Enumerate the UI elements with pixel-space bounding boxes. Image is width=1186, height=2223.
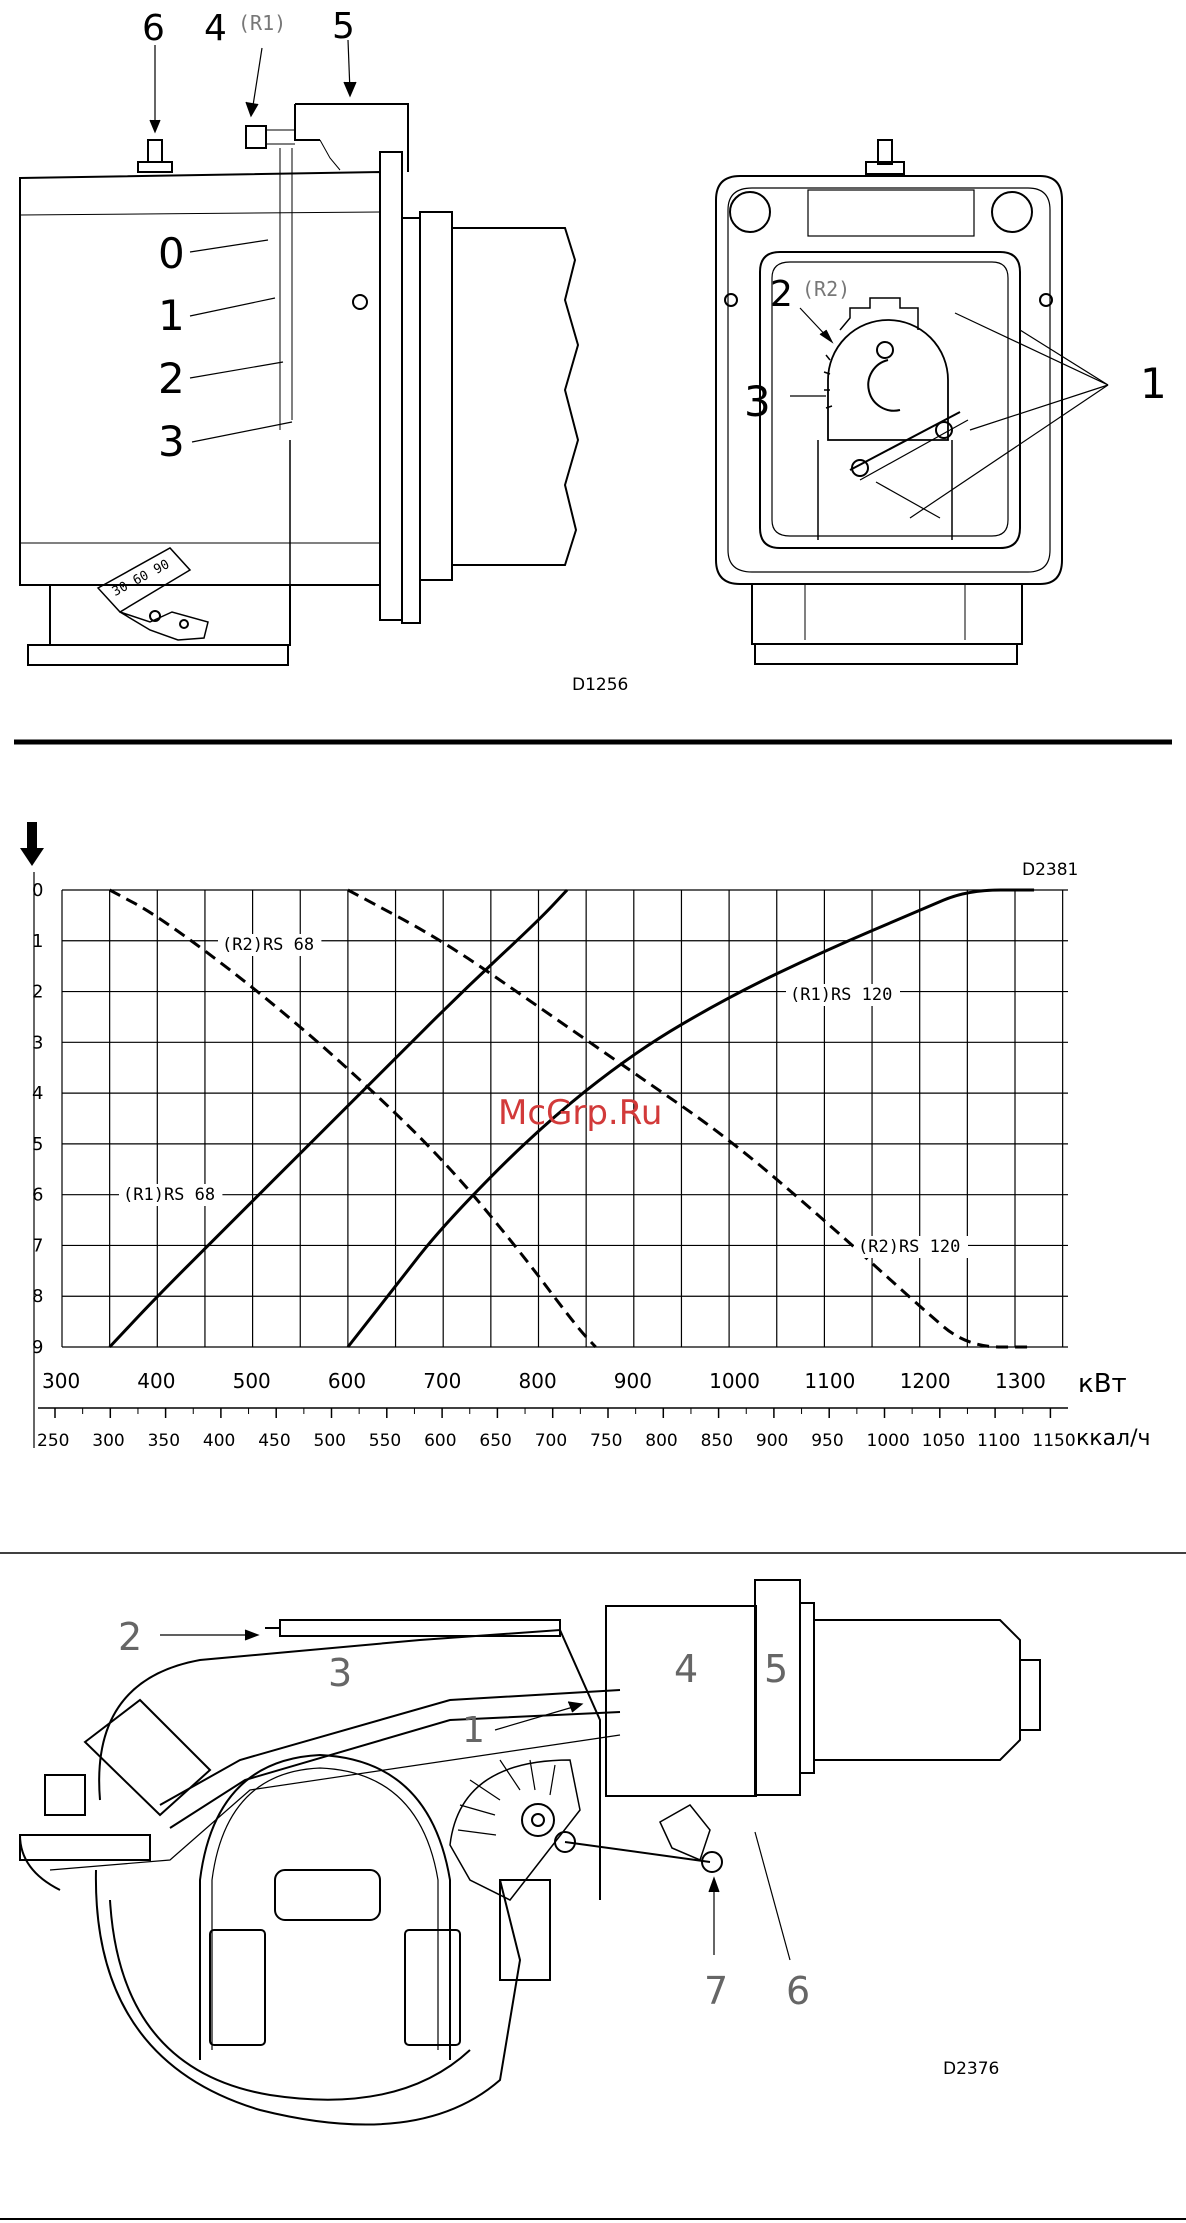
watermark: McGrp.Ru xyxy=(498,1093,662,1133)
scale-mark-0: 0 xyxy=(158,229,185,278)
series-label: (R2)RS 68 xyxy=(222,935,314,955)
x-tick-kw: 800 xyxy=(519,1369,557,1393)
x-tick-kcal: 600 xyxy=(424,1431,456,1451)
x-tick-kcal: 750 xyxy=(590,1431,622,1451)
callout-6: 6 xyxy=(142,8,165,49)
callout-4-note: (R1) xyxy=(238,11,286,35)
fig3-callout-7: 7 xyxy=(704,1969,728,2013)
figure3-code: D2376 xyxy=(943,2059,999,2079)
x-tick-kcal: 850 xyxy=(701,1431,733,1451)
x-tick-kcal: 500 xyxy=(314,1431,346,1451)
scale-mark-2: 2 xyxy=(158,354,185,403)
x-tick-kcal: 650 xyxy=(479,1431,511,1451)
x-tick-kw: 600 xyxy=(328,1369,366,1393)
x-tick-kcal: 450 xyxy=(258,1431,290,1451)
figure1-code: D1256 xyxy=(572,675,628,695)
scale-mark-3: 3 xyxy=(158,417,185,466)
x-tick-kcal: 300 xyxy=(92,1431,124,1451)
x-tick-kw: 1100 xyxy=(804,1369,855,1393)
fig3-callout-2: 2 xyxy=(118,1615,142,1659)
callout-2-note: (R2) xyxy=(802,277,850,301)
x-tick-kcal: 1150 xyxy=(1032,1431,1075,1451)
chart-x-ticks-kw: 300 400 500 600 700 800 900 1000 1100 1200 1300 xyxy=(42,1369,1046,1393)
series-label: (R1)RS 68 xyxy=(123,1185,215,1205)
x-tick-kw: 1300 xyxy=(995,1369,1046,1393)
chart-code: D2381 xyxy=(1022,860,1078,880)
fig3-callout-3: 3 xyxy=(328,1651,352,1695)
x-unit-kw: кВт xyxy=(1078,1369,1127,1399)
scale-mark-1: 1 xyxy=(158,291,185,340)
x-tick-kw: 1000 xyxy=(709,1369,760,1393)
x-tick-kw: 400 xyxy=(137,1369,175,1393)
x-tick-kw: 500 xyxy=(233,1369,271,1393)
x-unit-kcal: ккал/ч xyxy=(1076,1426,1151,1451)
x-tick-kcal: 400 xyxy=(203,1431,235,1451)
figure1-right-leaders xyxy=(790,308,1108,518)
x-tick-kcal: 900 xyxy=(756,1431,788,1451)
callout-4: 4 xyxy=(204,8,227,49)
fig3-callout-5: 5 xyxy=(764,1647,788,1691)
series-label: (R1)RS 120 xyxy=(790,985,892,1005)
x-tick-kcal: 950 xyxy=(811,1431,843,1451)
series-label: (R2)RS 120 xyxy=(858,1237,960,1257)
callout-1-right: 1 xyxy=(1140,359,1167,408)
x-tick-kcal: 1100 xyxy=(977,1431,1020,1451)
x-tick-kw: 1200 xyxy=(900,1369,951,1393)
chart-x-ticks-kcal: 250 300 350 400 450 500 550 600 650 700 750 800 850 9… xyxy=(37,1408,1076,1451)
x-tick-kcal: 350 xyxy=(148,1431,180,1451)
x-tick-kcal: 700 xyxy=(535,1431,567,1451)
series-line-2 xyxy=(348,890,1034,1347)
fig3-callout-6: 6 xyxy=(786,1969,810,2013)
figure1-left-view xyxy=(20,104,578,665)
x-tick-kw: 700 xyxy=(423,1369,461,1393)
figure3-burner xyxy=(20,1580,1040,2125)
x-tick-kw: 300 xyxy=(42,1369,80,1393)
x-tick-kcal: 250 xyxy=(37,1431,69,1451)
x-tick-kcal: 550 xyxy=(369,1431,401,1451)
fig3-callout-1: 1 xyxy=(462,1710,485,1751)
callout-5: 5 xyxy=(332,6,355,47)
x-tick-kcal: 1000 xyxy=(867,1431,910,1451)
callout-2-right: 2 xyxy=(770,274,793,315)
x-tick-kcal: 800 xyxy=(645,1431,677,1451)
fig3-callout-4: 4 xyxy=(674,1647,698,1691)
callout-3-right: 3 xyxy=(744,377,771,426)
series-line-3 xyxy=(348,890,1034,1347)
x-tick-kcal: 1050 xyxy=(922,1431,965,1451)
x-tick-kw: 900 xyxy=(614,1369,652,1393)
down-arrow-icon xyxy=(20,822,44,866)
